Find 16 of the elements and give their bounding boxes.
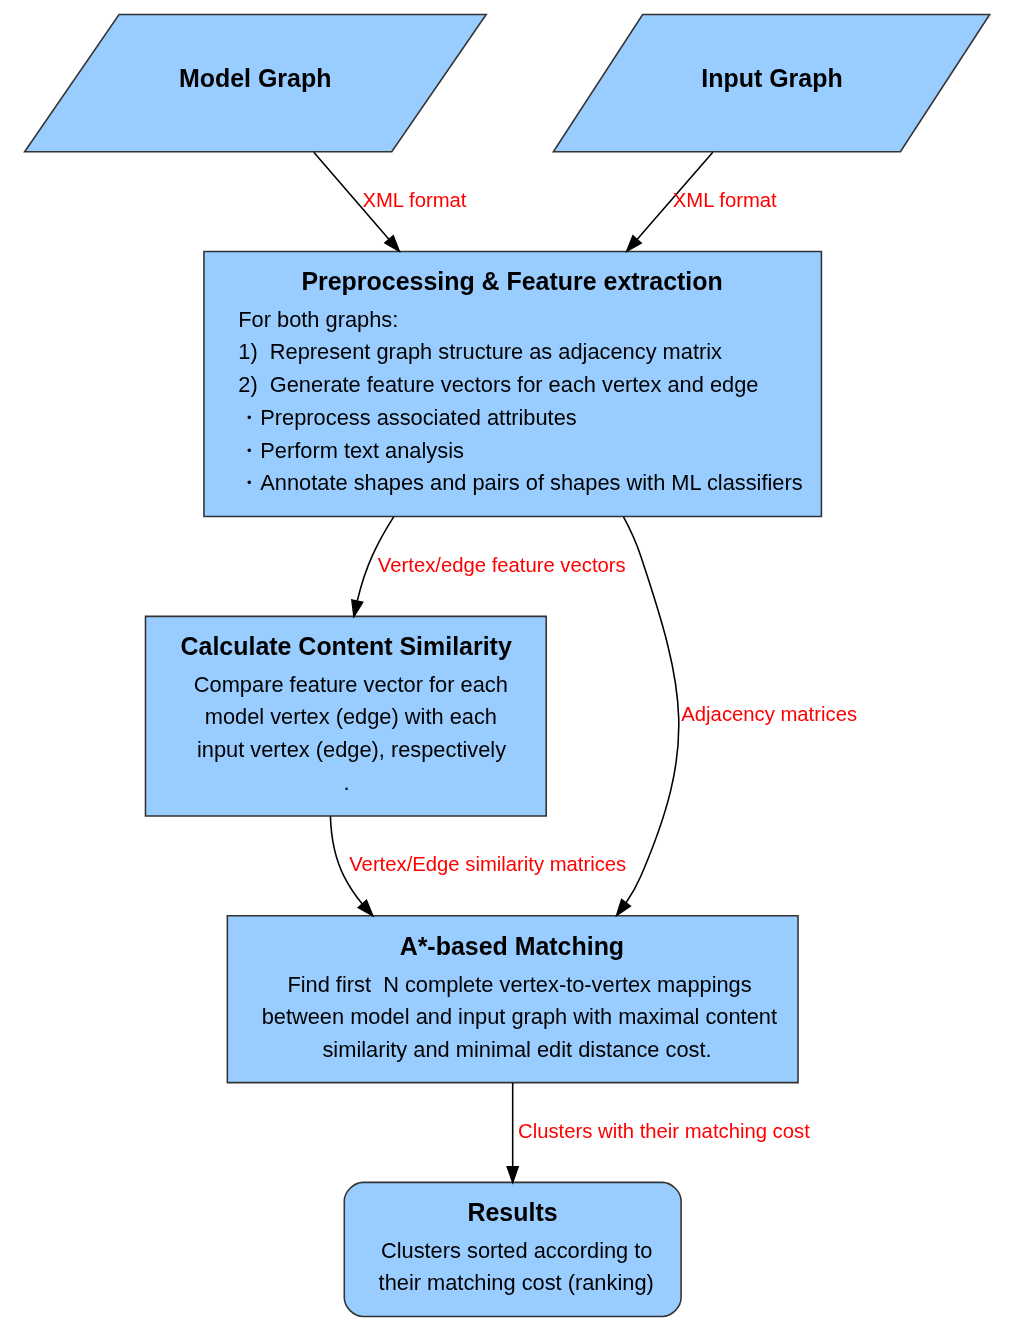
arrow xyxy=(614,516,679,918)
edge-label: Clusters with their matching cost xyxy=(517,1119,810,1142)
arrow xyxy=(350,515,395,619)
node-box: A*-based Matching Find first N complete vertex-to-vertex mappings between model and input graph with maximal content similarity and minimal edit distance cost. xyxy=(226,915,799,1084)
node-box: Preprocessing & Feature extraction For both graphs: 1) Represent graph structure as adjacency matrix 2) Generate feature vectors for each vertex and edge ・Preprocess associated attributes ・Perform text analysis ・Annotate shapes and pairs of shapes with ML classifiers xyxy=(202,250,822,518)
edge-label: Vertex/Edge similarity matrices xyxy=(348,853,626,876)
node-box: Results Clusters sorted according to their matching cost (ranking) xyxy=(343,1181,682,1318)
arrow xyxy=(505,1082,519,1185)
arrow xyxy=(312,151,401,253)
arrow xyxy=(624,151,714,253)
arrow xyxy=(329,815,374,918)
node-box: Calculate Content Similarity Compare feature vector for each model vertex (edge) with each input vertex (edge), respectively . xyxy=(144,615,547,817)
edge-label: Vertex/edge feature vectors xyxy=(377,553,626,576)
edge-label: Adjacency matrices xyxy=(680,703,857,726)
edge-label: XML format xyxy=(672,188,777,211)
edge-label: XML format xyxy=(361,188,466,211)
